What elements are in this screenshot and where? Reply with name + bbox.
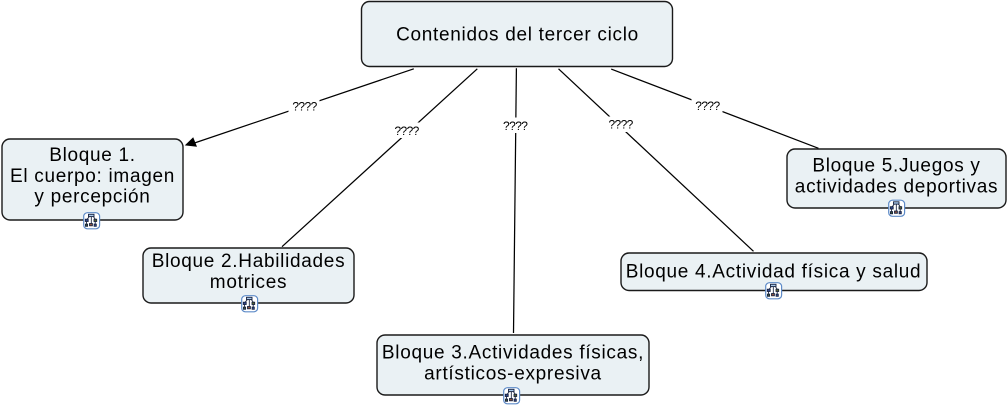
svg-text:Bloque 3.Actividades físicas,: Bloque 3.Actividades físicas,	[382, 343, 644, 364]
svg-text:actividades deportivas: actividades deportivas	[795, 177, 998, 198]
svg-text:motrices: motrices	[210, 272, 287, 293]
svg-text:Bloque 5.Juegos y: Bloque 5.Juegos y	[812, 156, 980, 177]
svg-text:Bloque 1.: Bloque 1.	[49, 145, 136, 166]
svg-text:El cuerpo: imagen: El cuerpo: imagen	[10, 166, 175, 187]
svg-text:artísticos-expresiva: artísticos-expresiva	[424, 364, 602, 385]
svg-text:????: ????	[608, 118, 633, 132]
svg-text:????: ????	[503, 119, 528, 133]
svg-text:y percepción: y percepción	[34, 187, 150, 208]
svg-text:????: ????	[695, 99, 720, 113]
svg-text:Contenidos del tercer ciclo: Contenidos del tercer ciclo	[396, 24, 639, 45]
svg-text:Bloque 4.Actividad física y sa: Bloque 4.Actividad física y salud	[626, 262, 922, 283]
svg-text:Bloque 2.Habilidades: Bloque 2.Habilidades	[152, 251, 346, 272]
svg-text:????: ????	[394, 124, 419, 138]
svg-text:????: ????	[292, 99, 317, 113]
